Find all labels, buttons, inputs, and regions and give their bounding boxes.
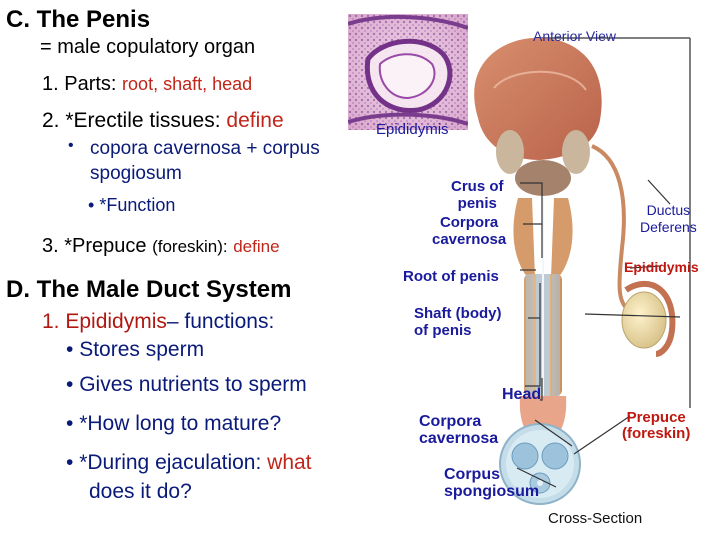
bladder-shape [474, 37, 602, 160]
label-ductus-line2: Deferens [640, 219, 697, 235]
micrograph-image [348, 14, 468, 130]
erectile-line: 2. *Erectile tissues: define [42, 109, 284, 133]
label-crus-line1: Crus of [451, 178, 504, 195]
heading-duct-system: D. The Male Duct System [6, 276, 292, 303]
epididymis-shape [624, 281, 676, 357]
label-corpora-cavernosa: Corpora cavernosa [432, 214, 506, 248]
label-cross-section: Cross-Section [548, 510, 643, 527]
bullet-copora-cont: spogiosum [90, 163, 182, 184]
bullet-dot: • [66, 373, 74, 396]
bullet-stores: • Stores sperm [66, 338, 204, 362]
epididymis-name: 1. Epididymis [42, 310, 167, 333]
label-corpus-line2: spongiosum [444, 483, 540, 500]
prepuce-prefix: 3. *Prepuce [42, 235, 147, 257]
label-epididymis-top: Epididymis [376, 121, 449, 138]
label-shaft-line2: of penis [414, 322, 472, 339]
bullet-stores-text: Stores sperm [79, 338, 205, 361]
epididymis-line: 1. Epididymis– functions: [42, 310, 274, 334]
label-epididymis-right: Epididymis [624, 259, 699, 275]
label-ductus-deferens: Ductus Deferens [640, 202, 697, 236]
label-corpora-line2: cavernosa [432, 231, 507, 248]
prostate-shape [515, 160, 571, 196]
bullet-dot: • [66, 338, 74, 361]
erectile-define: define [226, 109, 284, 132]
label-cs-corpora-line2: cavernosa [419, 430, 499, 447]
label-corpus-line1: Corpus [444, 466, 500, 483]
erectile-prefix: 2. *Erectile tissues: [42, 109, 221, 132]
parts-line: 1. Parts: root, shaft, head [42, 73, 252, 96]
bullet-dot-copora: • [68, 137, 74, 154]
crus-shape [513, 198, 535, 278]
label-crus-line2: penis [457, 195, 497, 212]
prepuce-line: 3. *Prepuce (foreskin): define [42, 235, 280, 258]
bullet-nutrients: • Gives nutrients to sperm [66, 373, 307, 397]
testis-shape [621, 291, 667, 349]
sub-bullet-dot: • [88, 195, 95, 215]
prepuce-define: define [233, 237, 280, 256]
label-prepuce: Prepuce (foreskin) [622, 410, 690, 442]
parts-value: root, shaft, head [122, 74, 253, 94]
ductus-tube [591, 144, 630, 312]
label-corpora-line1: Corpora [439, 214, 499, 231]
label-head: Head [502, 386, 542, 403]
label-cs-corpora: Corpora cavernosa [419, 413, 498, 447]
label-anterior-view: Anterior View [533, 28, 617, 44]
subtitle-copulatory: = male copulatory organ [40, 36, 256, 58]
bullet-ejaculation: • *During ejaculation: what [66, 451, 312, 475]
label-crus-of-penis: Crus of penis [451, 178, 504, 212]
label-prepuce-line2: (foreskin) [622, 425, 691, 442]
parts-prefix: 1. Parts: [42, 73, 117, 95]
anatomy-diagram [474, 37, 691, 505]
bullet-mature-text: *How long to mature? [79, 412, 282, 435]
heading-penis: C. The Penis [6, 6, 151, 33]
label-root-of-penis: Root of penis [403, 268, 499, 285]
leader-lines [516, 179, 681, 488]
label-prepuce-line1: Prepuce [626, 409, 686, 426]
bullet-copora: copora cavernosa + corpus [90, 138, 320, 159]
bullet-ejac-what: what [267, 451, 312, 474]
prepuce-paren: (foreskin): [152, 237, 228, 256]
bullet-dot: • [66, 412, 74, 435]
label-ductus-line1: Ductus [646, 202, 691, 218]
bullet-mature: • *How long to mature? [66, 412, 281, 436]
label-cs-corpora-line1: Corpora [419, 413, 482, 430]
bullet-ejac-prefix: *During ejaculation: [79, 451, 262, 474]
label-shaft: Shaft (body) of penis [414, 305, 502, 339]
bullet-dot: • [66, 451, 74, 474]
label-shaft-line1: Shaft (body) [414, 305, 502, 322]
bullet-ejac-cont: does it do? [89, 480, 192, 503]
epididymis-suffix: – functions: [166, 310, 275, 333]
label-corpus-spongiosum: Corpus spongiosum [444, 466, 539, 500]
sub-function: • *Function [88, 195, 175, 216]
bullet-nutrients-text: Gives nutrients to sperm [79, 373, 307, 396]
sub-function-label: *Function [99, 195, 176, 215]
